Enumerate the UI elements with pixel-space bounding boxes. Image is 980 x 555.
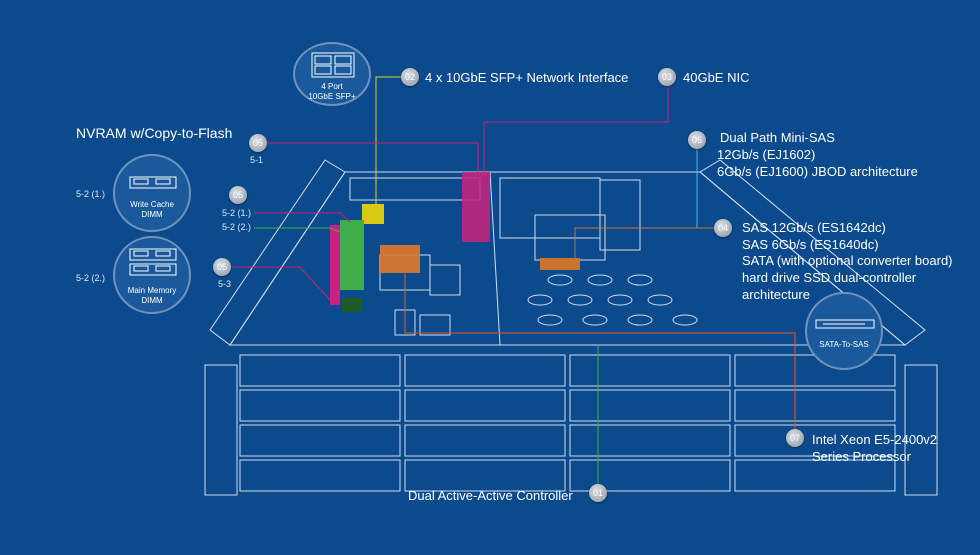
drive-bay [239,424,401,457]
drive-bay [239,354,401,387]
badge-07: 07 [786,429,804,447]
converter-board-icon [815,319,875,329]
badge-03: 03 [658,68,676,86]
callout-sas-3: SATA (with optional converter board) [742,253,953,268]
drive-bay [404,459,566,492]
nvram-title: NVRAM w/Copy-to-Flash [76,125,233,141]
sfp-caption-2: 10GbE SFP+ [308,92,356,101]
callout-cpu-1: Intel Xeon E5-2400v2 [812,432,938,447]
write-cache-bubble: Write Cache DIMM [113,154,191,232]
callout-minisas-2: 12Gb/s (EJ1602) [717,147,816,162]
drive-bay [404,389,566,422]
sata-to-sas-caption: SATA-To-SAS [819,340,869,349]
badge-05-c: 05 [213,258,231,276]
drive-bays [239,354,896,492]
nic-card [462,172,490,242]
badge-01: 01 [589,484,607,502]
badge-05-b: 05 [229,186,247,204]
sfp-port-icon [311,52,355,78]
drive-bay [734,459,896,492]
main-memory-caption-1: Main Memory [127,286,177,295]
write-cache-side-label: 5-2 (1.) [76,189,106,199]
nvram-dimm [330,225,340,305]
callout-sas-2: SAS 6Gb/s (ES1640dc) [742,237,879,252]
main-memory-side-label: 5-2 (2.) [76,273,106,283]
drive-bay [404,424,566,457]
label-5-1: 5-1 [250,155,264,165]
main-memory-bubble: Main Memory DIMM [113,236,191,314]
badge-02: 02 [401,68,419,86]
sata-to-sas-bubble: SATA-To-SAS [805,292,883,370]
drive-tray-holes [527,274,698,326]
dimm-icon [129,248,177,276]
badge-04: 04 [714,219,732,237]
drive-bay [734,389,896,422]
chip [342,298,362,312]
callout-minisas-1: Dual Path Mini-SAS [720,130,835,145]
callout-sas-5: architecture [742,287,810,302]
drive-bay [569,424,731,457]
memory-dimms [340,220,364,290]
drive-bay [734,354,896,387]
label-5-2-2: 5-2 (2.) [222,222,252,232]
callout-network-interface: 4 x 10GbE SFP+ Network Interface [425,70,629,85]
leader-lines [231,76,796,484]
callout-controller: Dual Active-Active Controller [408,488,573,503]
write-cache-caption-1: Write Cache [130,200,174,209]
callout-sas-1: SAS 12Gb/s (ES1642dc) [742,220,886,235]
drive-bay [734,424,896,457]
sfp-module [362,204,384,224]
callout-sas-4: hard drive SSD dual-controller [742,270,917,285]
drive-bay [569,354,731,387]
drive-bay [404,354,566,387]
drive-bay [239,389,401,422]
chassis-wireframe [204,159,938,496]
drive-bay [239,459,401,492]
badge-06: 06 [688,131,706,149]
drive-bay [569,389,731,422]
main-memory-caption-2: DIMM [141,296,163,305]
drive-bay [569,459,731,492]
sas-connector [540,258,580,270]
write-cache-caption-2: DIMM [141,210,163,219]
cpu-heatsink [380,245,420,273]
callout-cpu-2: Series Processor [812,449,911,464]
callout-minisas-3: 6Gb/s (EJ1600) JBOD architecture [717,164,918,179]
sfp-bubble: 4 Port 10GbE SFP+ [293,42,371,106]
callout-40gbe-nic: 40GbE NIC [683,70,750,85]
dimm-icon [129,176,177,189]
badge-05-a: 05 [249,134,267,152]
sfp-caption-1: 4 Port [321,82,343,91]
label-5-3: 5-3 [218,279,232,289]
label-5-2-1: 5-2 (1.) [222,208,252,218]
